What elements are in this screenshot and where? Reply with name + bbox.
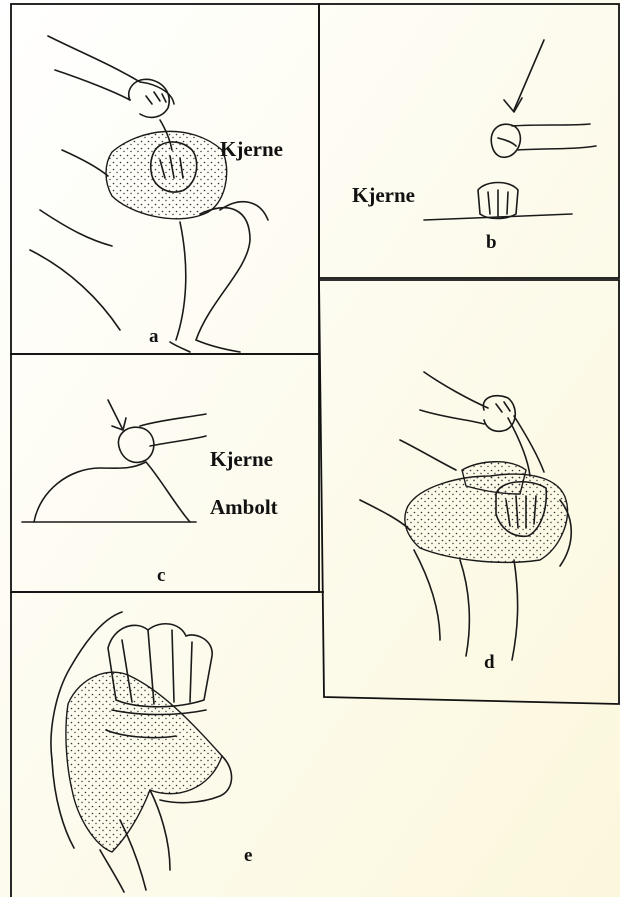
panel-c-anvil-label: Ambolt <box>210 495 278 519</box>
panel-e-letter: e <box>244 845 252 866</box>
panel-a-core-label: Kjerne <box>220 137 283 161</box>
panel-b-core-label: Kjerne <box>352 183 415 207</box>
leg-pad <box>106 131 227 218</box>
panel-b-letter: b <box>486 232 497 253</box>
panel-a-letter: a <box>149 326 159 347</box>
panel-c-letter: c <box>157 565 165 586</box>
panel-c-core-label: Kjerne <box>210 447 273 471</box>
panel-d-letter: d <box>484 652 495 673</box>
